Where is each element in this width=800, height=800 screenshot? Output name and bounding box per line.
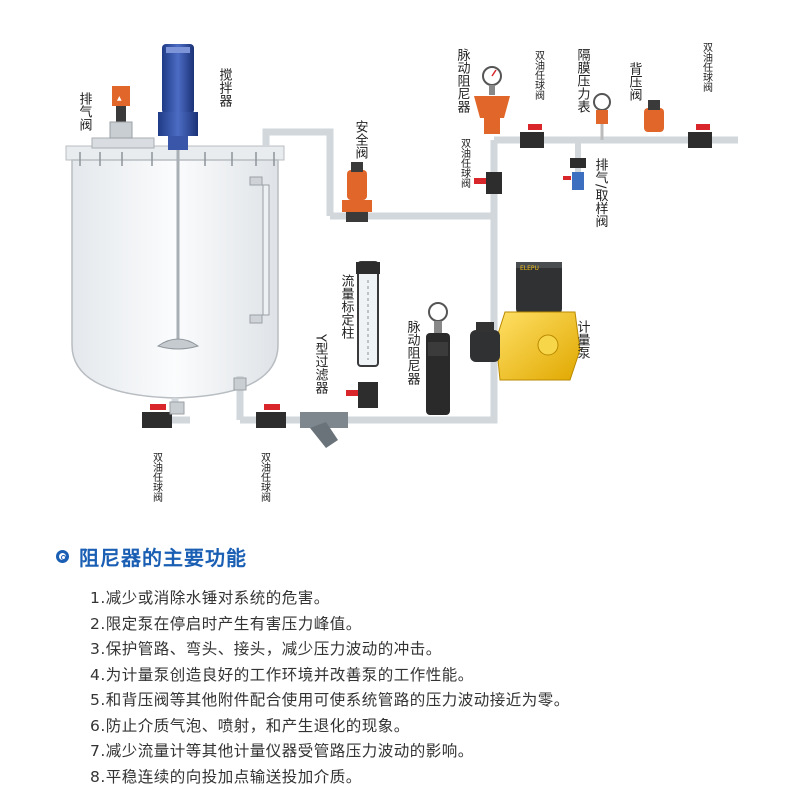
ball-valve-bottom-2 <box>233 377 286 428</box>
list-item: 6.防止介质气泡、喷射，和产生退化的现象。 <box>90 716 410 735</box>
label-ball-valve-bottom-2: 双油任球阀 <box>259 452 271 503</box>
diagram-labels: 排气阀 搅拌器 安全阀 脉动阻尼器 隔膜压力表 背压阀 排气/取样阀 流量标定柱… <box>77 48 643 395</box>
safety-valve <box>342 162 372 222</box>
exhaust-sample-valve <box>563 158 586 190</box>
dosing-system-diagram: ▲ <box>65 42 738 503</box>
ball-valve-top-2 <box>688 124 712 148</box>
diagram-labels-small: 双油任球阀 双油任球阀 双油任球阀 双油任球阀 双油任球阀 <box>151 42 713 503</box>
label-flow-column: 流量标定柱 <box>339 274 355 340</box>
y-filter <box>300 412 348 448</box>
section-header: 阻尼器的主要功能 <box>56 540 776 572</box>
label-ball-valve-top-1: 双油任球阀 <box>533 50 545 101</box>
ball-valve-top-1 <box>520 124 544 148</box>
metering-pump: ELEPU <box>470 262 581 381</box>
list-item: 7.减少流量计等其他计量仪器受管路压力波动的影响。 <box>90 742 474 760</box>
pulse-damper-top <box>474 66 510 134</box>
label-exhaust-valve: 排气阀 <box>77 92 93 131</box>
pump-brand: ELEPU <box>520 265 539 272</box>
label-ball-valve-top-2: 双油任球阀 <box>701 42 713 93</box>
list-item: 2.限定泵在停启时产生有害压力峰值。 <box>90 614 362 633</box>
ball-valve-bottom-1 <box>142 401 185 428</box>
list-item: 5.和背压阀等其他附件配合使用可使系统管路的压力波动接近为零。 <box>90 691 570 709</box>
svg-text:▲: ▲ <box>117 95 122 102</box>
target-circle-icon <box>56 549 69 563</box>
back-pressure-valve <box>644 100 664 132</box>
label-exhaust-sample-valve: 排气/取样阀 <box>593 158 609 228</box>
section-title: 阻尼器的主要功能 <box>79 545 247 570</box>
list-item: 3.保护管路、弯头、接头，减少压力波动的冲击。 <box>90 640 442 658</box>
label-ball-valve-vertical: 双油任球阀 <box>459 138 471 189</box>
label-back-pressure-valve: 背压阀 <box>627 62 643 101</box>
ball-valve-vertical <box>474 172 502 194</box>
tank-bolts <box>79 152 275 166</box>
label-diaphragm-gauge: 隔膜压力表 <box>575 48 591 113</box>
list-item: 8.平稳连续的向投加点输送投加介质。 <box>90 767 362 786</box>
level-gauge <box>249 176 270 324</box>
exhaust-valve: ▲ <box>109 86 133 139</box>
list-item: 4.为计量泵创造良好的工作环境并改善泵的工作性能。 <box>90 665 474 684</box>
label-safety-valve: 安全阀 <box>353 120 369 159</box>
functions-list: 1.减少或消除水锤对系统的危害。 2.限定泵在停启时产生有害压力峰值。 3.保护… <box>90 586 776 790</box>
label-pulse-damper-top: 脉动阻尼器 <box>455 48 471 114</box>
label-metering-pump: 计量泵 <box>575 320 591 359</box>
functions-section: 阻尼器的主要功能 1.减少或消除水锤对系统的危害。 2.限定泵在停启时产生有害压… <box>56 540 776 790</box>
mixing-tank <box>65 137 285 399</box>
flow-calibration-column <box>346 261 380 408</box>
label-pulse-damper-bottom: 脉动阻尼器 <box>405 320 421 386</box>
list-item: 1.减少或消除水锤对系统的危害。 <box>90 589 330 607</box>
label-ball-valve-bottom-1: 双油任球阀 <box>151 452 163 503</box>
label-y-filter: Y型过滤器 <box>313 333 329 395</box>
agitator <box>156 44 200 350</box>
pulse-damper-bottom <box>426 302 450 415</box>
diaphragm-gauge <box>593 93 611 140</box>
label-agitator: 搅拌器 <box>217 67 233 108</box>
